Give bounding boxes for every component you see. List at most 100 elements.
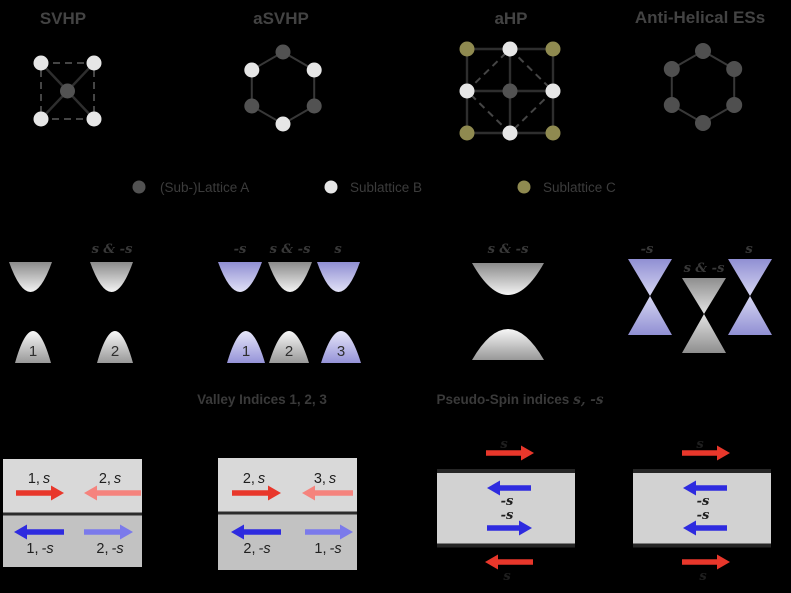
arrow-right-red <box>16 485 64 501</box>
sublattice-b-node <box>502 125 518 141</box>
sublattice-b-node <box>86 111 102 127</box>
sublattice-c-node <box>545 125 561 141</box>
arrow-left-light-red <box>84 485 141 501</box>
valley-index-label: 2 <box>111 343 119 360</box>
arrow-left-light-red <box>302 485 353 501</box>
sublattice-b-node <box>545 83 561 99</box>
ribbon <box>633 469 771 547</box>
arrow-left-blue <box>683 520 727 536</box>
edge-spin-label: s <box>503 569 511 584</box>
dirac-cone-lower-both-spins <box>682 314 726 353</box>
lattice-a-node <box>695 43 711 59</box>
ribbon-upper-domain <box>218 458 357 512</box>
dirac-cone-upper-minus-s <box>628 259 672 296</box>
edge-spin-label: s <box>696 437 704 452</box>
edge-panel-anti-helical: s -s -s s <box>633 437 771 584</box>
valley-index-label: 2 <box>285 343 293 360</box>
legend-sublattice-c-label: Sublattice C <box>543 180 616 195</box>
arrow-left-blue <box>231 524 281 540</box>
edge-state-label: 2,-s <box>243 541 270 557</box>
column-title-ahp: aHP <box>494 9 527 28</box>
ribbon-bottom-edge <box>633 543 771 548</box>
bands-asvhp: -s s & -s s 1 2 3 <box>218 242 361 363</box>
edge-spin-label: s <box>699 569 707 584</box>
lattice-a-node <box>726 61 743 77</box>
edge-spin-label: -s <box>697 494 710 509</box>
arrow-left-blue <box>14 524 64 540</box>
band-spin-label: -s <box>641 242 654 257</box>
valley-index-label: 1 <box>242 343 250 360</box>
valence-band-valley2 <box>269 331 309 363</box>
lattice-ahp <box>459 41 561 141</box>
arrow-left-blue <box>683 480 727 496</box>
band-spin-label: -s <box>234 242 247 257</box>
edge-panel-svhp: 1,s 2,s 1,-s 2,-s <box>3 459 142 567</box>
edge-panel-ahp: s -s -s s <box>437 437 575 584</box>
pseudo-spin-caption-text: Pseudo-Spin indices <box>437 392 570 407</box>
asvhp-hexagon-bonds <box>250 50 316 126</box>
bands-ahp: s & -s <box>472 242 544 360</box>
edge-state-label: 2,-s <box>96 541 123 557</box>
edge-spin-label: -s <box>697 508 710 523</box>
lattice-a-node <box>502 83 518 99</box>
valence-band <box>472 329 544 360</box>
valence-band-valley1 <box>227 331 265 363</box>
bands-anti-helical: -s s s & -s <box>628 242 772 353</box>
arrow-right-blue <box>487 520 532 536</box>
lattice-asvhp <box>244 44 322 132</box>
dirac-cone-lower-s <box>728 296 772 335</box>
edge-state-label: 2,s <box>243 471 265 487</box>
arrow-left-red <box>485 554 533 570</box>
legend-sublattice-c-icon <box>517 180 531 194</box>
pseudo-spin-caption-indices: s, -s <box>573 392 604 408</box>
sublattice-b-node <box>86 55 102 71</box>
band-spin-label: s & -s <box>488 242 530 257</box>
ribbon-top-edge <box>437 469 575 473</box>
band-spin-label: s <box>334 242 342 257</box>
edge-state-label: 2,s <box>99 471 121 487</box>
valence-band-valley1 <box>15 331 51 363</box>
dirac-cone-upper-both-spins <box>682 278 726 314</box>
lattice-a-node <box>306 98 322 114</box>
edge-state-label: 1,-s <box>26 541 53 557</box>
edge-state-label: 1,s <box>28 471 50 487</box>
sublattice-b-node <box>244 62 260 78</box>
edge-state-label: 3,s <box>314 471 336 487</box>
edge-spin-label: s <box>500 437 508 452</box>
ribbon-top-edge <box>633 469 771 473</box>
band-spin-label: s <box>745 242 753 257</box>
ribbon <box>437 469 575 547</box>
valley-index-label: 1 <box>29 343 37 360</box>
arrow-right-red <box>682 554 730 570</box>
sublattice-b-node <box>275 116 291 132</box>
column-title-asvhp: aSVHP <box>253 9 309 28</box>
lattice-a-node <box>663 61 680 77</box>
domain-wall <box>3 512 142 516</box>
edge-spin-label: -s <box>501 494 514 509</box>
valley-index-label: 3 <box>337 343 345 360</box>
sublattice-b-node <box>502 41 518 57</box>
lattice-a-node <box>726 97 743 113</box>
conduction-band-valley1 <box>218 262 262 292</box>
band-spin-label: s & -s <box>92 242 134 257</box>
arrow-right-light-blue <box>84 524 133 540</box>
conduction-band-valley2 <box>90 262 133 292</box>
lattice-a-node <box>275 44 291 60</box>
legend-lattice-a-label: (Sub-)Lattice A <box>160 180 249 195</box>
edge-panel-asvhp: 2,s 3,s 2,-s 1,-s <box>218 458 357 570</box>
legend-sublattice-b-label: Sublattice B <box>350 180 422 195</box>
lattice-a-node <box>244 98 260 114</box>
sublattice-b-node <box>33 111 49 127</box>
conduction-band-valley2 <box>268 262 312 292</box>
lattice-svhp <box>33 55 102 127</box>
lattice-anti-helical <box>663 43 743 131</box>
arrow-right-light-blue <box>305 524 353 540</box>
sublattice-b-node <box>459 83 475 99</box>
ribbon-bottom-edge <box>437 543 575 548</box>
sublattice-c-node <box>459 41 475 57</box>
dirac-cone-lower-minus-s <box>628 296 672 335</box>
sublattice-b-node <box>33 55 49 71</box>
lattice-a-node <box>663 97 680 113</box>
legend: (Sub-)Lattice A Sublattice B Sublattice … <box>132 180 616 195</box>
band-spin-label: s & -s <box>270 242 312 257</box>
